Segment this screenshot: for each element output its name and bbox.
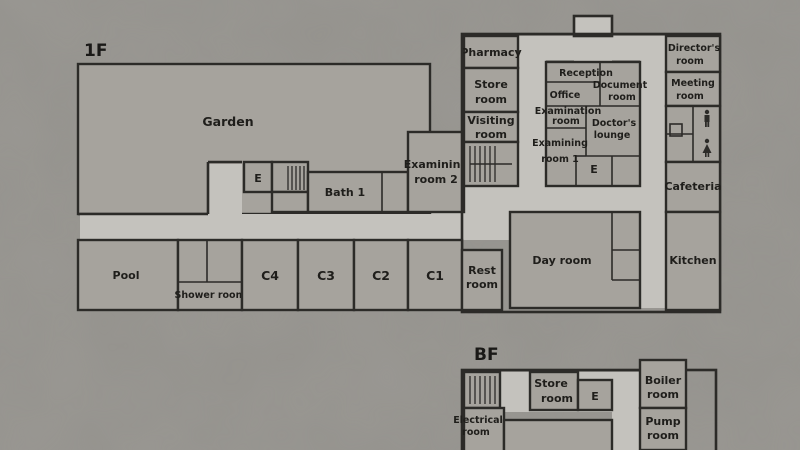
room-pump <box>638 406 688 450</box>
label-directors-a: Director's <box>668 43 721 54</box>
label-pump-a: Pump <box>645 415 680 428</box>
male-restroom-icon <box>704 109 710 127</box>
label-examining-1-b: room 1 <box>541 154 579 165</box>
stairs-icon <box>270 160 310 194</box>
label-electrical-a: Electrical <box>453 415 503 426</box>
label-rest-b: room <box>466 278 498 291</box>
room-rest <box>460 248 504 312</box>
label-examining-1-a: Examining <box>532 138 588 149</box>
room-bath-1 <box>306 170 410 214</box>
room-bf-lower <box>502 418 614 450</box>
label-electrical-b: room <box>462 427 490 438</box>
label-rest-a: Rest <box>468 264 496 277</box>
label-office: Office <box>550 90 581 101</box>
room-day-room <box>508 210 642 310</box>
stairs-icon <box>462 140 520 188</box>
label-pharmacy: Pharmacy <box>460 46 521 59</box>
label-cafeteria: Cafeteria <box>664 180 721 193</box>
label-store-bf-a: Store <box>534 377 568 390</box>
label-store-bf-b: room <box>541 392 573 405</box>
label-meeting-a: Meeting <box>671 78 715 89</box>
room-directors <box>664 34 722 74</box>
label-store-1f-a: Store <box>474 78 508 91</box>
label-shower: Shower room <box>175 290 246 301</box>
label-c1: C1 <box>426 268 444 283</box>
label-examination-a: Examination <box>535 106 602 117</box>
label-reception: Reception <box>559 68 613 79</box>
label-document-b: room <box>608 92 636 103</box>
floor-label-bf: BF <box>474 345 499 365</box>
room-store-1f <box>462 66 520 114</box>
room-visiting <box>462 110 520 144</box>
label-c2: C2 <box>372 268 390 283</box>
room-elevator-bf <box>576 378 614 412</box>
label-c3: C3 <box>317 268 335 283</box>
room-examining-2 <box>406 130 466 214</box>
room-cafeteria <box>664 160 722 214</box>
label-pump-b: room <box>647 429 679 442</box>
label-examining-2-b: room 2 <box>414 173 457 186</box>
label-doctors-b: lounge <box>594 130 631 141</box>
room-c2 <box>352 238 410 312</box>
stairs-icon <box>462 370 502 410</box>
label-e-center: E <box>590 163 598 176</box>
female-restroom-icon <box>702 138 712 157</box>
label-directors-b: room <box>676 56 704 67</box>
label-bath-1: Bath 1 <box>325 186 365 199</box>
room-kitchen <box>664 210 722 312</box>
label-garden: Garden <box>202 114 253 129</box>
label-boiler-b: room <box>647 388 679 401</box>
label-visiting-a: Visiting <box>467 114 514 127</box>
floor-label-1f: 1F <box>84 41 107 61</box>
label-e-upper: E <box>254 172 262 185</box>
label-pool: Pool <box>113 269 140 282</box>
label-examination-b: room <box>552 116 580 127</box>
label-kitchen: Kitchen <box>669 254 716 267</box>
label-c4: C4 <box>261 268 279 283</box>
label-examining-2-a: Examining <box>404 158 469 171</box>
label-document-a: Document <box>593 80 648 91</box>
room-store-bf <box>528 370 580 412</box>
label-day-room: Day room <box>532 254 591 267</box>
room-c4 <box>240 238 300 312</box>
room-c1 <box>406 238 464 312</box>
label-e-bf: E <box>591 390 599 403</box>
label-boiler-a: Boiler <box>645 374 682 387</box>
room-boiler <box>638 358 688 410</box>
label-doctors-a: Doctor's <box>592 118 637 129</box>
label-meeting-b: room <box>676 91 704 102</box>
label-store-1f-b: room <box>475 93 507 106</box>
label-visiting-b: room <box>475 128 507 141</box>
